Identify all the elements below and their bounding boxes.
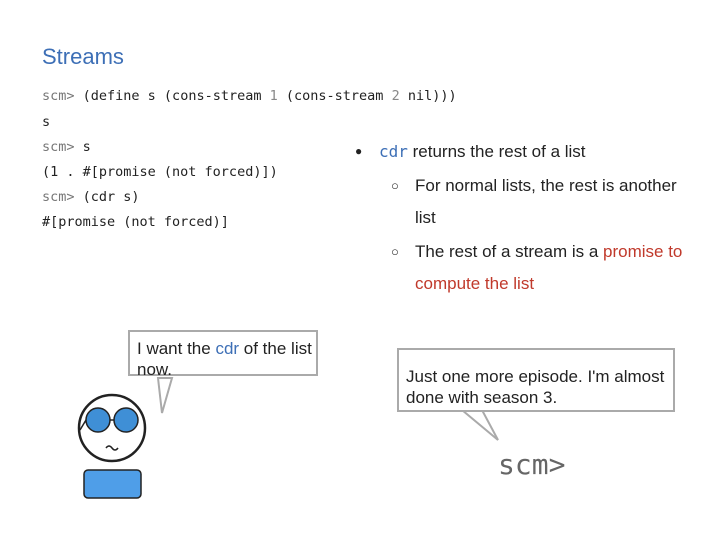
bullet-main-code: cdr (379, 142, 408, 161)
code-line-5: scm> (cdr s) (42, 189, 140, 205)
slide-title: Streams (42, 44, 124, 69)
speech-bubble-right: Just one more episode. I'm almost done w… (397, 348, 675, 412)
code-line-3: scm> s (42, 139, 91, 155)
bullet-dot-icon: ● (355, 144, 363, 158)
bullet-main-text: returns the rest of a list (407, 142, 586, 161)
code-line-2: s (42, 114, 51, 130)
cartoon-face-icon (77, 393, 147, 499)
scm-prompt-large: scm> (498, 448, 566, 481)
code-line-4: (1 . #[promise (not forced)]) (42, 164, 278, 180)
bullet-circle-icon: ○ (391, 244, 399, 259)
speech-bubble-left: I want the cdr of the list now. (128, 330, 318, 379)
code-line-6: #[promise (not forced)] (42, 214, 229, 230)
code-line-1: scm> (define s (cons-stream 1 (cons-stre… (42, 88, 457, 104)
bullet-circle-icon: ○ (391, 178, 399, 193)
